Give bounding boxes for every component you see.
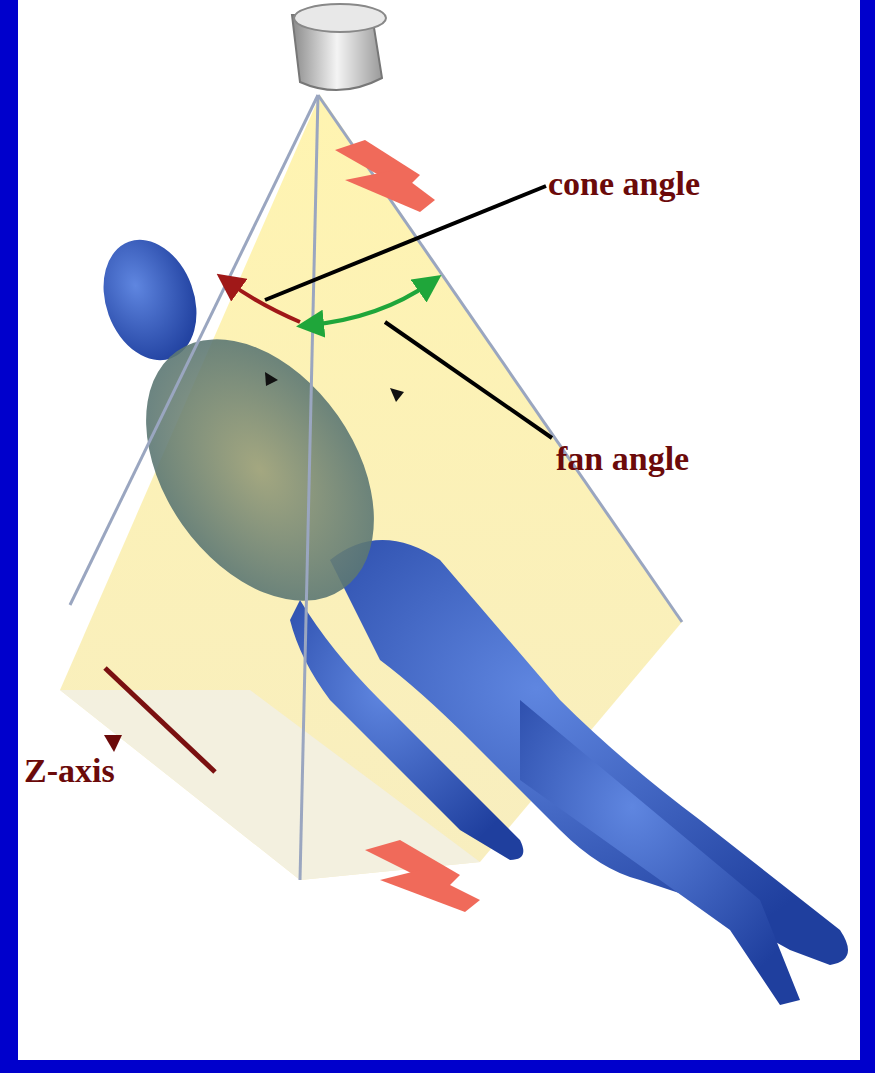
beam-edges [70, 95, 682, 880]
leader-line [265, 186, 546, 300]
marker [390, 388, 404, 402]
cone-angle-arc [228, 282, 300, 322]
marker [265, 372, 278, 386]
rotation-arrows [335, 140, 480, 912]
patient-leg [520, 700, 800, 1005]
white-panel [18, 0, 860, 1060]
z-axis-arrowhead [104, 735, 122, 752]
leader-line [385, 322, 552, 438]
label-text: cone angle [548, 165, 700, 202]
patient-arm [290, 600, 523, 860]
fan-angle-arc [310, 283, 430, 325]
label-text: fan angle [556, 440, 689, 477]
z-axis-line [105, 668, 215, 772]
label-text: Z-axis [24, 752, 115, 789]
xray-tube [292, 4, 386, 90]
patient-torso [99, 297, 421, 644]
